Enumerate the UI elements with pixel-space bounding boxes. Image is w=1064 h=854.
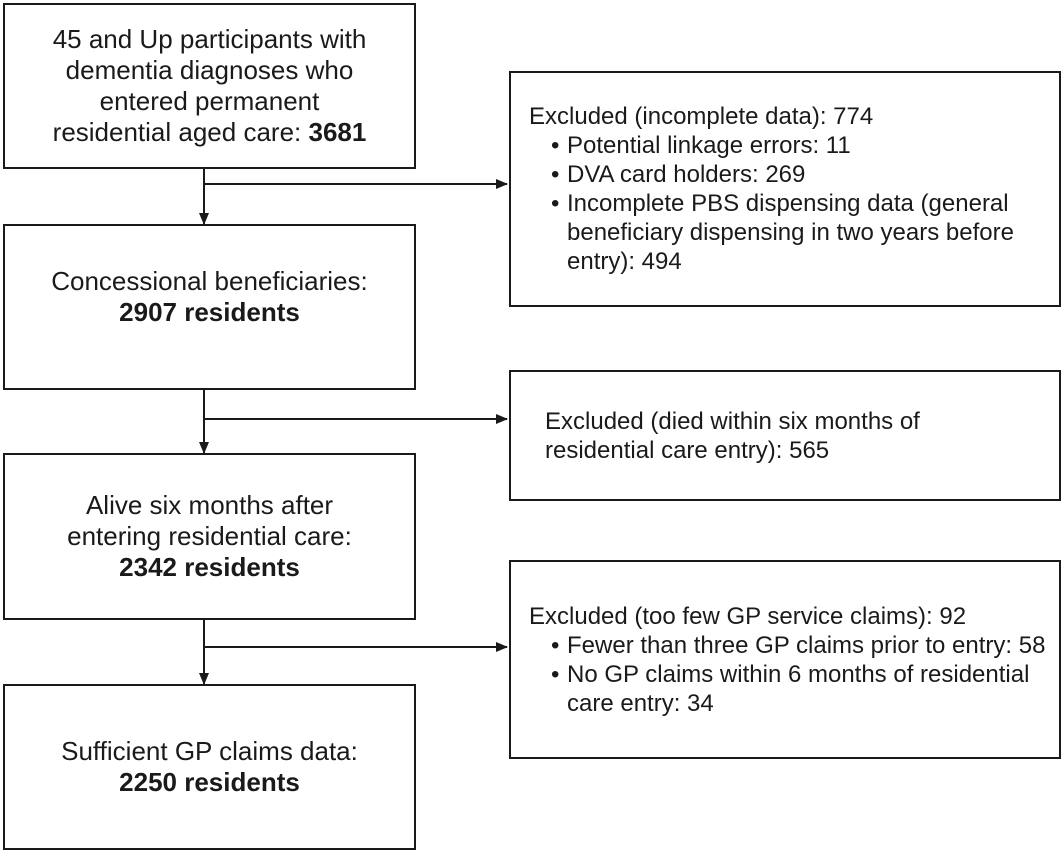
stage-text-line: residential aged care: 3681 (53, 117, 367, 148)
exclusion-item: Potential linkage errors: 11 (551, 131, 1049, 160)
exclusion-list: Fewer than three GP claims prior to entr… (529, 631, 1049, 718)
stage-text-line: Sufficient GP claims data: (61, 736, 358, 766)
exclusion-item: No GP claims within 6 months of resident… (551, 660, 1049, 718)
stage-text-line: dementia diagnoses who (65, 55, 354, 85)
exclusion-heading: Excluded (too few GP service claims): 92 (529, 602, 967, 630)
exclusion-item: DVA card holders: 269 (551, 160, 1049, 189)
exclusion-box-gp-claims: Excluded (too few GP service claims): 92… (509, 560, 1061, 759)
exclusion-item: Incomplete PBS dispensing data (general … (551, 189, 1049, 276)
exclusion-heading: Excluded (incomplete data): 774 (529, 103, 874, 130)
stage-count: 2250 residents (119, 767, 300, 797)
stage-count: 3681 (308, 117, 367, 147)
exclusion-heading: Excluded (died within six months of resi… (545, 407, 920, 464)
stage-box-concessional: Concessional beneficiaries: 2907 residen… (3, 224, 416, 390)
stage-box-participants: 45 and Up participants with dementia dia… (3, 3, 416, 169)
exclusion-item: Fewer than three GP claims prior to entr… (551, 631, 1049, 660)
exclusion-box-died: Excluded (died within six months of resi… (509, 370, 1061, 501)
stage-text-line: entering residential care: (67, 521, 352, 551)
stage-count: 2907 residents (119, 297, 300, 327)
exclusion-box-incomplete-data: Excluded (incomplete data): 774 Potentia… (509, 71, 1061, 307)
stage-text-line: Concessional beneficiaries: (51, 266, 368, 296)
stage-count: 2342 residents (119, 552, 300, 582)
stage-text-line: 45 and Up participants with (52, 24, 367, 54)
stage-box-sufficient: Sufficient GP claims data: 2250 resident… (3, 684, 416, 850)
stage-text-line: entered permanent (99, 86, 320, 116)
stage-text-prefix: residential aged care: (52, 117, 309, 147)
stage-text-line: Alive six months after (85, 490, 334, 520)
exclusion-list: Potential linkage errors: 11 DVA card ho… (529, 131, 1049, 276)
stage-box-alive: Alive six months after entering resident… (3, 453, 416, 620)
